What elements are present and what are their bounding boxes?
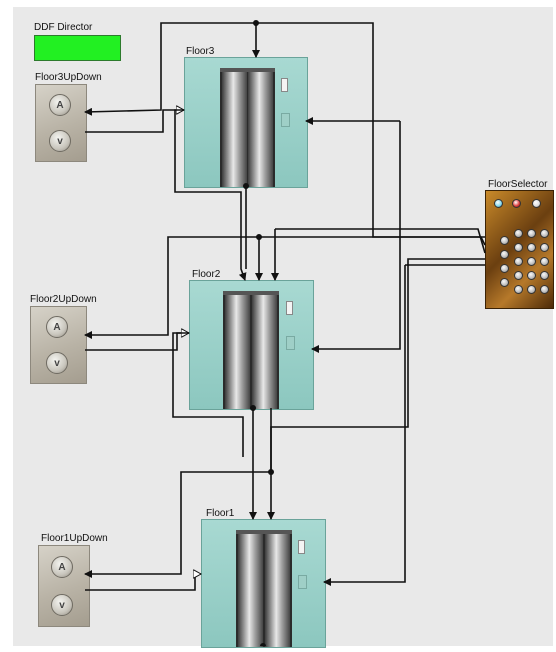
junction-dot — [243, 183, 249, 189]
wire-floor3-to-up — [85, 99, 161, 112]
junction-dot — [250, 405, 256, 411]
diagram-canvas: DDF Director Floor3UpDown A v Floor2UpDo… — [13, 7, 553, 646]
wire-selector-floor1 — [324, 265, 405, 582]
wire-floor2-up — [85, 237, 259, 335]
junction-dot — [253, 20, 259, 26]
wire-director-floor3 — [161, 23, 256, 99]
connection-wires — [13, 7, 553, 646]
junction-dot — [256, 234, 262, 240]
wire-floor1-bus — [271, 259, 485, 472]
wire-floor1-up — [85, 472, 271, 574]
wire-floor2-selector-bus — [275, 229, 485, 253]
wire-floor3-to-floor2 — [175, 110, 245, 280]
junction-dot — [268, 469, 274, 475]
wire-floor1-down-to-elevator — [85, 574, 201, 590]
wire-floor2-bus — [259, 237, 485, 245]
junction-dot — [260, 643, 266, 646]
wire-floor3-bus — [256, 23, 485, 237]
wire-floor2-loop — [173, 333, 243, 457]
wire-floor3-down-to-elevator — [85, 110, 184, 132]
wire-selector-floor2 — [312, 121, 400, 349]
